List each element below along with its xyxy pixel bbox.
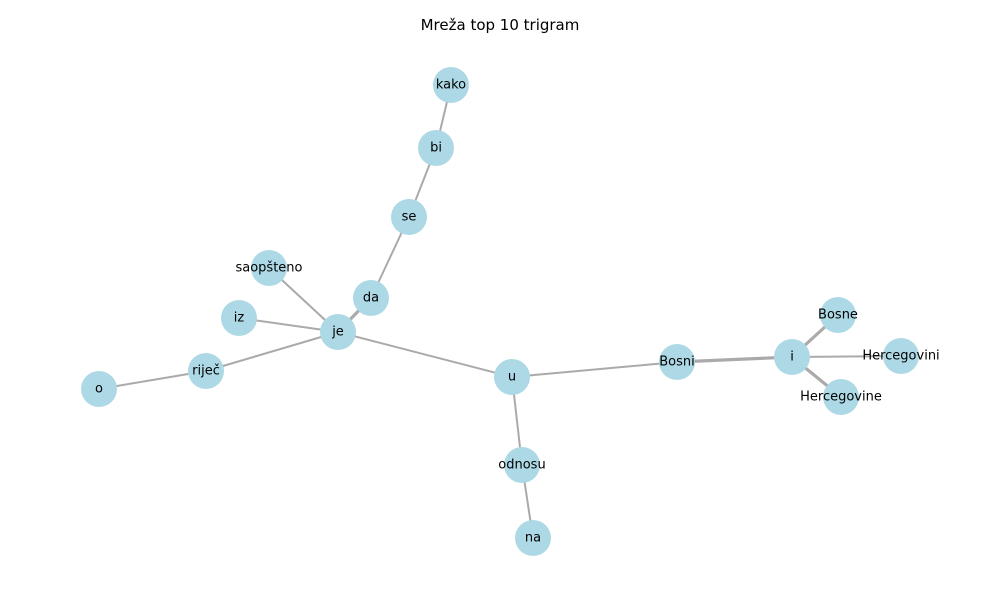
node-label: i	[790, 350, 794, 365]
node-i: i	[774, 339, 810, 375]
node-circle	[353, 280, 389, 316]
node-bi: bi	[418, 130, 454, 166]
node-u: u	[494, 359, 530, 395]
node-se: se	[391, 199, 427, 235]
node-je: je	[320, 314, 356, 350]
node-label: Hercegovine	[800, 390, 882, 405]
node-na: na	[515, 520, 551, 556]
node-circle	[494, 359, 530, 395]
node-label: Hercegovini	[862, 349, 939, 364]
node-o: o	[81, 371, 117, 407]
node-circle	[883, 338, 919, 374]
node-saopsteno: saopšteno	[235, 250, 303, 286]
node-label: kako	[436, 78, 466, 93]
node-circle	[820, 297, 856, 333]
node-circle	[823, 379, 859, 415]
node-label: na	[525, 531, 541, 546]
node-da: da	[353, 280, 389, 316]
node-circle	[188, 353, 224, 389]
figure-title: Mreža top 10 trigram	[421, 16, 580, 34]
node-circle	[515, 520, 551, 556]
node-Bosni: Bosni	[659, 344, 695, 380]
node-circle	[320, 314, 356, 350]
node-Hercegovine: Hercegovine	[800, 379, 882, 415]
node-circle	[391, 199, 427, 235]
node-circle	[81, 371, 117, 407]
edge-je-u	[337, 331, 513, 378]
node-label: se	[402, 210, 417, 225]
node-circle	[504, 447, 540, 483]
node-label: u	[508, 370, 516, 385]
node-Hercegovini: Hercegovini	[862, 338, 940, 374]
node-Bosne: Bosne	[818, 297, 858, 333]
node-circle	[418, 130, 454, 166]
node-label: iz	[234, 311, 245, 326]
node-odnosu: odnosu	[498, 447, 546, 483]
node-circle	[659, 344, 695, 380]
nodes-layer: kako bi se da saopšteno iz je riječ o u odnosu na Bo…	[81, 67, 940, 556]
edge-u-Bosni	[511, 361, 678, 378]
node-label: bi	[430, 141, 442, 156]
node-label: saopšteno	[235, 261, 302, 276]
node-label: da	[363, 291, 379, 306]
node-label: Bosne	[818, 308, 858, 323]
node-label: Bosni	[659, 355, 695, 370]
node-iz: iz	[221, 300, 257, 336]
edge-Bosni-i	[675, 355, 794, 364]
node-circle	[251, 250, 287, 286]
edge-i-Hercegovini	[791, 355, 902, 358]
node-circle	[221, 300, 257, 336]
node-circle	[774, 339, 810, 375]
node-kako: kako	[433, 67, 469, 103]
node-label: je	[331, 325, 344, 340]
node-circle	[433, 67, 469, 103]
node-label: o	[95, 382, 103, 397]
edge-rijec-je	[205, 331, 339, 372]
node-label: odnosu	[498, 458, 545, 473]
node-label: riječ	[192, 364, 220, 379]
node-rijec: riječ	[188, 353, 224, 389]
edge-o-rijec	[98, 370, 207, 390]
